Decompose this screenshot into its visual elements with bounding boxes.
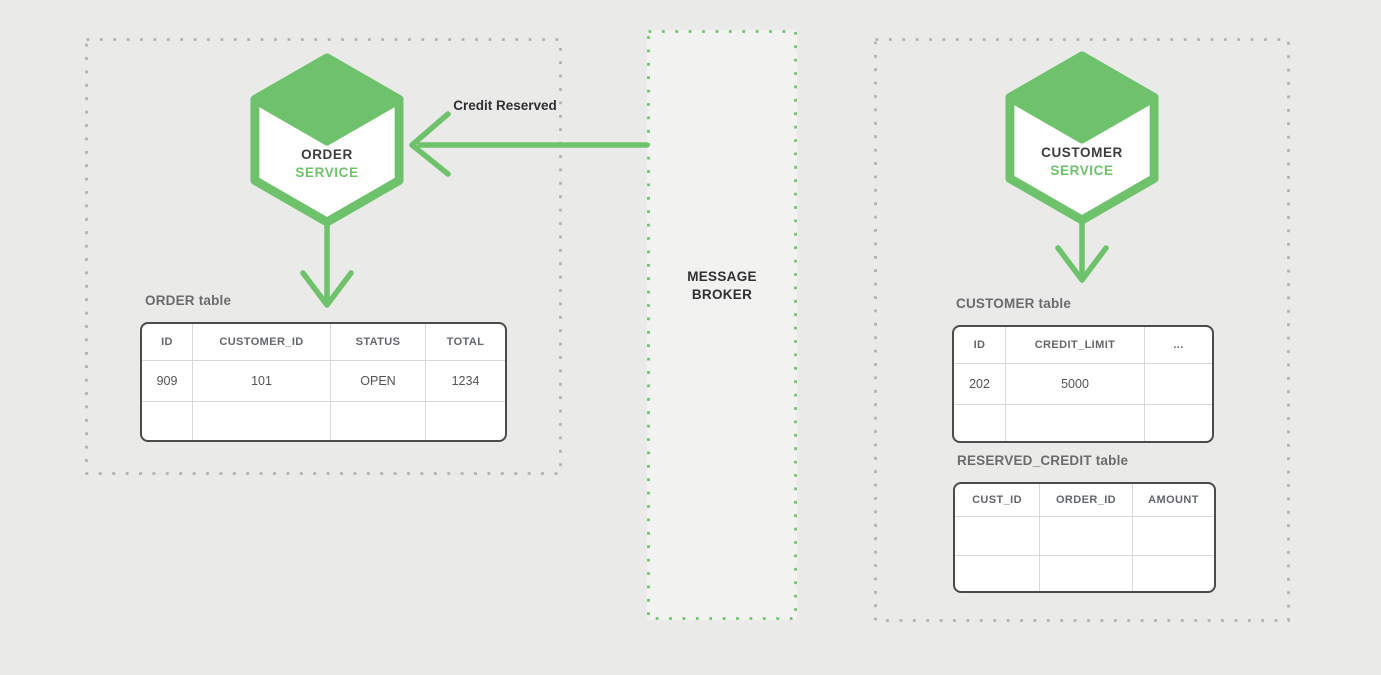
table-cell: 1234 [425, 360, 505, 401]
hexagon-icon [1005, 51, 1159, 225]
column-header: ID [161, 336, 173, 348]
column-header: TOTAL [425, 324, 505, 360]
table-row [142, 401, 505, 440]
table-cell [1144, 363, 1212, 404]
reserved-credit-table: CUST_ID ORDER_ID AMOUNT [953, 482, 1216, 593]
table-cell [1005, 404, 1144, 441]
table-cell [1039, 516, 1132, 555]
table-header-row: ID CUSTOMER_ID STATUS TOTAL [142, 324, 505, 360]
table-cell [192, 401, 330, 440]
column-header: STATUS [330, 324, 425, 360]
table-row: 202 5000 [954, 363, 1212, 404]
table-cell [1132, 555, 1214, 591]
reserved-credit-table-label: RESERVED_CREDIT table [957, 453, 1129, 468]
table-cell [954, 404, 1005, 441]
column-header: ID [973, 339, 986, 351]
table-row [955, 516, 1214, 555]
order-service-node: ORDER SERVICE [248, 53, 406, 227]
table-cell [955, 555, 1039, 591]
table-header-row: CUST_ID ORDER_ID AMOUNT [955, 484, 1214, 516]
table-cell: OPEN [330, 360, 425, 401]
hexagon-icon [250, 53, 404, 227]
customer-service-node: CUSTOMER SERVICE [1003, 51, 1161, 225]
table-cell: 101 [192, 360, 330, 401]
customer-table: ID CREDIT_LIMIT ... 202 5000 [952, 325, 1214, 443]
customer-service-label: CUSTOMER SERVICE [1003, 144, 1161, 180]
customer-table-label: CUSTOMER table [956, 296, 1072, 311]
order-service-label: ORDER SERVICE [248, 146, 406, 182]
column-header: CREDIT_LIMIT [1005, 327, 1144, 363]
dotted-border [647, 30, 797, 620]
column-header: CUST_ID [972, 494, 1022, 506]
credit-reserved-label: Credit Reserved [453, 98, 557, 113]
table-cell [330, 401, 425, 440]
order-table-label: ORDER table [145, 293, 232, 308]
table-row [954, 404, 1212, 441]
table-cell [142, 401, 192, 440]
table-cell: 5000 [1005, 363, 1144, 404]
order-table: ID CUSTOMER_ID STATUS TOTAL 909 101 OPEN… [140, 322, 507, 442]
column-header: ORDER_ID [1039, 484, 1132, 516]
table-cell: 909 [142, 360, 192, 401]
column-header: ... [1144, 327, 1212, 363]
column-header: AMOUNT [1132, 484, 1214, 516]
service-type: SERVICE [295, 165, 359, 180]
table-row [955, 555, 1214, 591]
message-broker-lane: MESSAGE BROKER [647, 30, 797, 620]
table-cell [1144, 404, 1212, 441]
table-row: 909 101 OPEN 1234 [142, 360, 505, 401]
service-type: SERVICE [1050, 163, 1114, 178]
service-name: CUSTOMER [1041, 145, 1123, 160]
table-cell [425, 401, 505, 440]
table-cell [1132, 516, 1214, 555]
table-cell [955, 516, 1039, 555]
table-cell [1039, 555, 1132, 591]
column-header: CUSTOMER_ID [192, 324, 330, 360]
table-cell: 202 [954, 363, 1005, 404]
table-header-row: ID CREDIT_LIMIT ... [954, 327, 1212, 363]
service-name: ORDER [301, 147, 353, 162]
message-broker-label: MESSAGE BROKER [687, 269, 757, 302]
